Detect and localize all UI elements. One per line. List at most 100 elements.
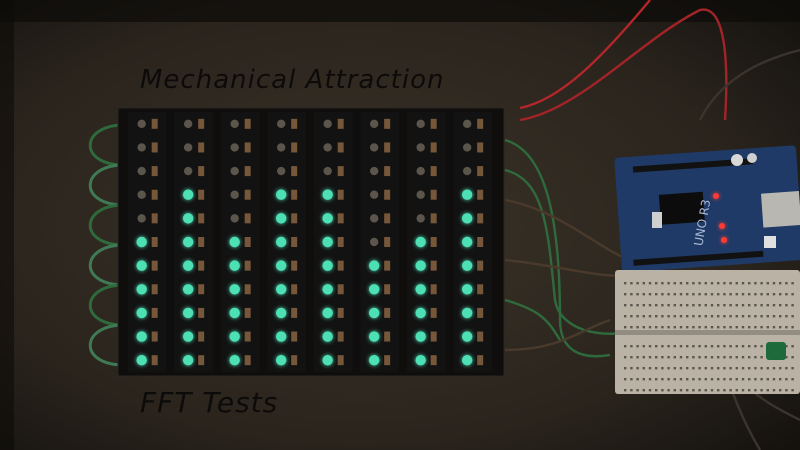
left-wire-loop (88, 163, 125, 207)
led-pixel (461, 236, 473, 248)
led-matrix (128, 112, 492, 372)
breadboard-hole (642, 315, 645, 318)
breadboard-hole (779, 282, 782, 285)
breadboard-hole (698, 356, 701, 359)
breadboard-hole (704, 315, 707, 318)
breadboard-hole (791, 345, 794, 348)
led-strip (407, 112, 446, 372)
led-pixel (137, 190, 146, 199)
led-pixel (275, 284, 287, 295)
breadboard-hole (624, 282, 627, 285)
breadboard-hole (673, 326, 676, 329)
breadboard-hole (766, 304, 769, 307)
breadboard-hole (667, 304, 670, 307)
breadboard-hole (779, 304, 782, 307)
led-resistor (337, 213, 344, 224)
led-resistor (477, 284, 484, 295)
breadboard-hole (667, 326, 670, 329)
led-resistor (430, 260, 437, 271)
led-pixel (275, 260, 287, 271)
led-pixel (368, 354, 380, 366)
breadboard-hole (748, 367, 751, 370)
breadboard-hole (735, 356, 738, 359)
breadboard-hole (648, 378, 652, 381)
breadboard-hole (723, 345, 726, 348)
breadboard-hole (785, 282, 788, 285)
breadboard-hole (679, 389, 683, 392)
dark-wire-c (504, 318, 611, 352)
breadboard-hole (754, 367, 757, 370)
led-resistor (477, 189, 484, 200)
led-resistor (477, 260, 484, 271)
breadboard-hole (655, 389, 658, 392)
led-resistor (384, 307, 391, 318)
led-pixel (183, 119, 193, 129)
breadboard-hole (661, 356, 664, 359)
left-wire-loop (88, 203, 125, 247)
breadboard-hole (673, 304, 676, 307)
breadboard-hole (779, 315, 782, 318)
breadboard-hole (636, 304, 639, 307)
breadboard-hole (785, 378, 788, 381)
breadboard-hole (791, 304, 794, 307)
breadboard-hole (667, 315, 670, 318)
led-resistor (198, 331, 205, 342)
breadboard-hole (779, 293, 782, 296)
breadboard-hole (692, 315, 695, 318)
breadboard-hole (648, 282, 652, 285)
breadboard-hole (686, 356, 689, 359)
breadboard-hole (717, 378, 720, 381)
crystal (652, 212, 662, 228)
breadboard-hole (630, 293, 633, 296)
breadboard-hole (686, 389, 689, 392)
breadboard-hole (729, 345, 732, 348)
breadboard-hole (642, 378, 645, 381)
led-resistor (337, 331, 344, 342)
led-resistor (244, 142, 251, 153)
breadboard-hole (642, 282, 645, 285)
breadboard-hole (772, 326, 776, 329)
breadboard-hole (791, 282, 794, 285)
led-pixel (136, 354, 147, 366)
breadboard-hole (673, 282, 676, 285)
red-wire-upper (519, 0, 651, 110)
breadboard-hole (655, 378, 658, 381)
led-resistor (430, 189, 437, 200)
status-led-3 (721, 237, 727, 243)
breadboard-hole (661, 304, 664, 307)
status-led-1 (713, 193, 719, 199)
dark-wire-a (504, 198, 631, 262)
breadboard-hole (642, 345, 645, 348)
breadboard-hole (667, 367, 670, 370)
breadboard-hole (735, 293, 738, 296)
led-pixel (275, 354, 287, 366)
led-pixel (229, 236, 240, 248)
led-resistor (244, 118, 251, 129)
breadboard-hole (754, 378, 757, 381)
led-pixel (137, 166, 146, 176)
breadboard-hole (667, 293, 670, 296)
breadboard-hole (772, 378, 776, 381)
breadboard-hole (630, 282, 633, 285)
breadboard-hole (760, 315, 763, 318)
breadboard-hole (655, 367, 658, 370)
usb-connector (761, 191, 800, 228)
breadboard-hole (661, 367, 664, 370)
led-resistor (198, 166, 205, 177)
led-pixel (416, 166, 425, 176)
breadboard-hole (698, 315, 701, 318)
breadboard-hole (735, 389, 738, 392)
led-resistor (430, 142, 437, 153)
breadboard-hole (661, 389, 664, 392)
arduino-board: UNO R3 (614, 145, 800, 273)
breadboard-hole (723, 356, 726, 359)
led-pixel (462, 143, 472, 152)
breadboard-hole (717, 345, 720, 348)
breadboard-hole (760, 345, 763, 348)
led-resistor (151, 213, 158, 224)
breadboard-hole (636, 326, 639, 329)
breadboard-hole (636, 282, 639, 285)
breadboard-hole (642, 326, 645, 329)
breadboard-hole (785, 293, 788, 296)
breadboard-hole (785, 315, 788, 318)
